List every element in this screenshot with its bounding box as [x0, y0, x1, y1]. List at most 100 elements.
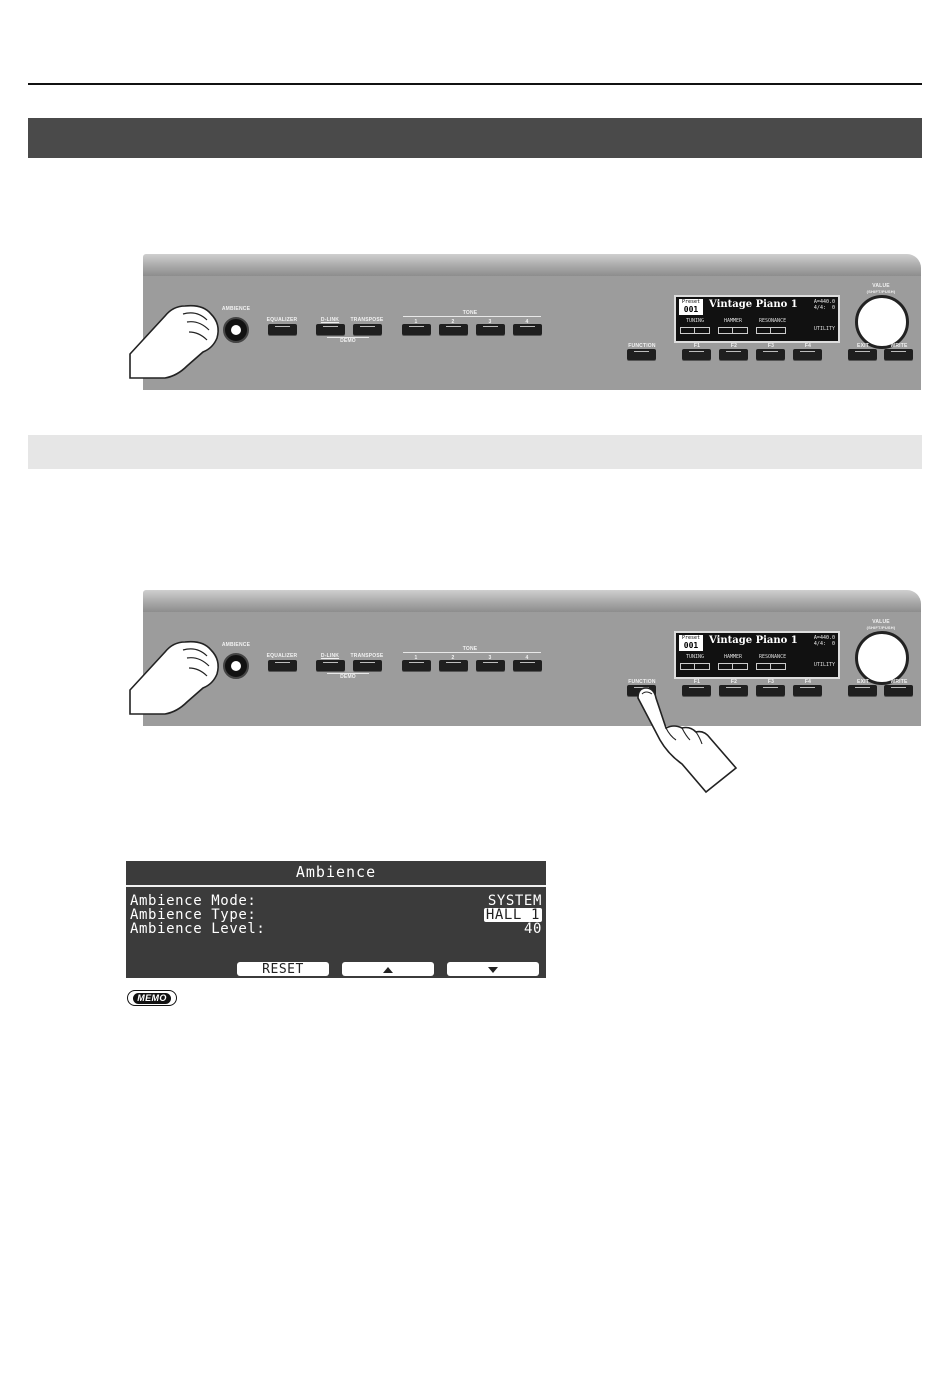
write-button[interactable]	[884, 349, 913, 360]
demo-bracket	[327, 673, 369, 674]
fn3-box	[756, 663, 786, 670]
f1-button[interactable]	[682, 685, 711, 696]
down-arrow-icon	[488, 967, 498, 973]
exit-button[interactable]	[848, 349, 877, 360]
exit-button[interactable]	[848, 685, 877, 696]
f3-button[interactable]	[756, 685, 785, 696]
down-softkey[interactable]	[447, 962, 539, 976]
ambience-mode-value: SYSTEM	[487, 893, 542, 909]
value-dial[interactable]	[855, 295, 909, 349]
equalizer-label: EQUALIZER	[266, 653, 298, 659]
front-panel-illustration-2: AMBIENCE EQUALIZER D-LINK TRANSPOSE DEMO…	[143, 590, 921, 726]
tone-4-label: 4	[525, 655, 529, 661]
tone-name: Vintage Piano 1	[709, 299, 798, 310]
ambience-mode-row[interactable]: Ambience Mode: SYSTEM	[130, 894, 542, 908]
f4-button[interactable]	[793, 349, 822, 360]
tone-2-label: 2	[451, 655, 455, 661]
panel-face: AMBIENCE EQUALIZER D-LINK TRANSPOSE DEMO…	[143, 612, 921, 726]
tone-1-button[interactable]	[402, 324, 431, 335]
tone-1-label: 1	[414, 319, 418, 325]
f1-label: F1	[693, 343, 701, 349]
transpose-button[interactable]	[353, 324, 382, 335]
section-heading-bar	[28, 118, 922, 158]
write-button[interactable]	[884, 685, 913, 696]
function-labels: TUNING HAMMER RESONANCE	[680, 654, 830, 662]
tone-4-label: 4	[525, 319, 529, 325]
f2-label: F2	[730, 679, 738, 685]
status-line-2: 4/4: 0	[813, 641, 835, 647]
fn1-box	[680, 327, 710, 334]
tone-group-label: TONE	[462, 646, 478, 652]
tone-2-button[interactable]	[439, 660, 468, 671]
ambience-knob[interactable]	[223, 317, 249, 343]
preset-number: 001	[683, 305, 699, 314]
tone-4-button[interactable]	[513, 660, 542, 671]
f4-label: F4	[804, 679, 812, 685]
fn1-label: TUNING	[686, 654, 705, 660]
equalizer-button[interactable]	[268, 324, 297, 335]
finger-pressing-function-icon	[637, 687, 738, 794]
up-softkey[interactable]	[342, 962, 434, 976]
function-labels: TUNING HAMMER RESONANCE	[680, 318, 830, 326]
tone-2-button[interactable]	[439, 324, 468, 335]
fn2-box	[718, 327, 748, 334]
f2-button[interactable]	[719, 349, 748, 360]
tone-4-button[interactable]	[513, 324, 542, 335]
tone-3-button[interactable]	[476, 660, 505, 671]
equalizer-label: EQUALIZER	[266, 317, 298, 323]
f4-button[interactable]	[793, 685, 822, 696]
preset-label: Preset	[681, 635, 701, 641]
ambience-mode-label: Ambience Mode:	[130, 893, 257, 909]
panel-face: AMBIENCE EQUALIZER D-LINK TRANSPOSE DEMO…	[143, 276, 921, 390]
tone-3-button[interactable]	[476, 324, 505, 335]
f2-button[interactable]	[719, 685, 748, 696]
dual-button[interactable]	[316, 324, 345, 335]
preset-number: 001	[683, 641, 699, 650]
function-button[interactable]	[627, 349, 656, 360]
status-line-1: A=440.0	[813, 299, 835, 305]
transpose-button[interactable]	[353, 660, 382, 671]
ambience-knob[interactable]	[223, 653, 249, 679]
dual-button[interactable]	[316, 660, 345, 671]
f3-button[interactable]	[756, 349, 785, 360]
front-panel-illustration-1: AMBIENCE EQUALIZER D-LINK TRANSPOSE DEMO…	[143, 254, 921, 390]
value-dial[interactable]	[855, 631, 909, 685]
tone-1-label: 1	[414, 655, 418, 661]
tone-name: Vintage Piano 1	[709, 635, 798, 646]
ambience-level-value: 40	[523, 921, 542, 937]
tone-2-label: 2	[451, 319, 455, 325]
reset-softkey[interactable]: RESET	[237, 962, 329, 977]
tone-group-label: TONE	[462, 310, 478, 316]
preset-box: Preset 001	[679, 635, 703, 651]
equalizer-button[interactable]	[268, 660, 297, 671]
exit-label: EXIT	[857, 679, 869, 685]
memo-label: MEMO	[133, 992, 171, 1004]
panel-rail	[143, 254, 921, 276]
transpose-label: TRANSPOSE	[350, 653, 384, 659]
fn2-label: HAMMER	[724, 318, 743, 324]
f1-button[interactable]	[682, 349, 711, 360]
fn1-box	[680, 663, 710, 670]
hand-turning-knob-icon	[129, 304, 219, 379]
exit-label: EXIT	[857, 343, 869, 349]
ambience-level-row[interactable]: Ambience Level: 40	[130, 922, 542, 936]
function-label: FUNCTION	[628, 679, 656, 685]
f3-label: F3	[767, 679, 775, 685]
tone-bracket	[403, 316, 541, 317]
write-label: WRITE	[890, 343, 908, 349]
tone-bracket	[403, 652, 541, 653]
f4-label: F4	[804, 343, 812, 349]
screen-title: Ambience	[295, 863, 377, 881]
status-line-1: A=440.0	[813, 635, 835, 641]
fn2-label: HAMMER	[724, 654, 743, 660]
value-label: VALUE	[872, 283, 890, 289]
fn1-label: TUNING	[686, 318, 705, 324]
tone-1-button[interactable]	[402, 660, 431, 671]
ambience-level-label: Ambience Level:	[130, 921, 266, 937]
ambience-type-row[interactable]: Ambience Type: HALL 1	[130, 908, 542, 922]
up-arrow-icon	[383, 967, 393, 973]
utility-label: UTILITY	[813, 326, 835, 332]
